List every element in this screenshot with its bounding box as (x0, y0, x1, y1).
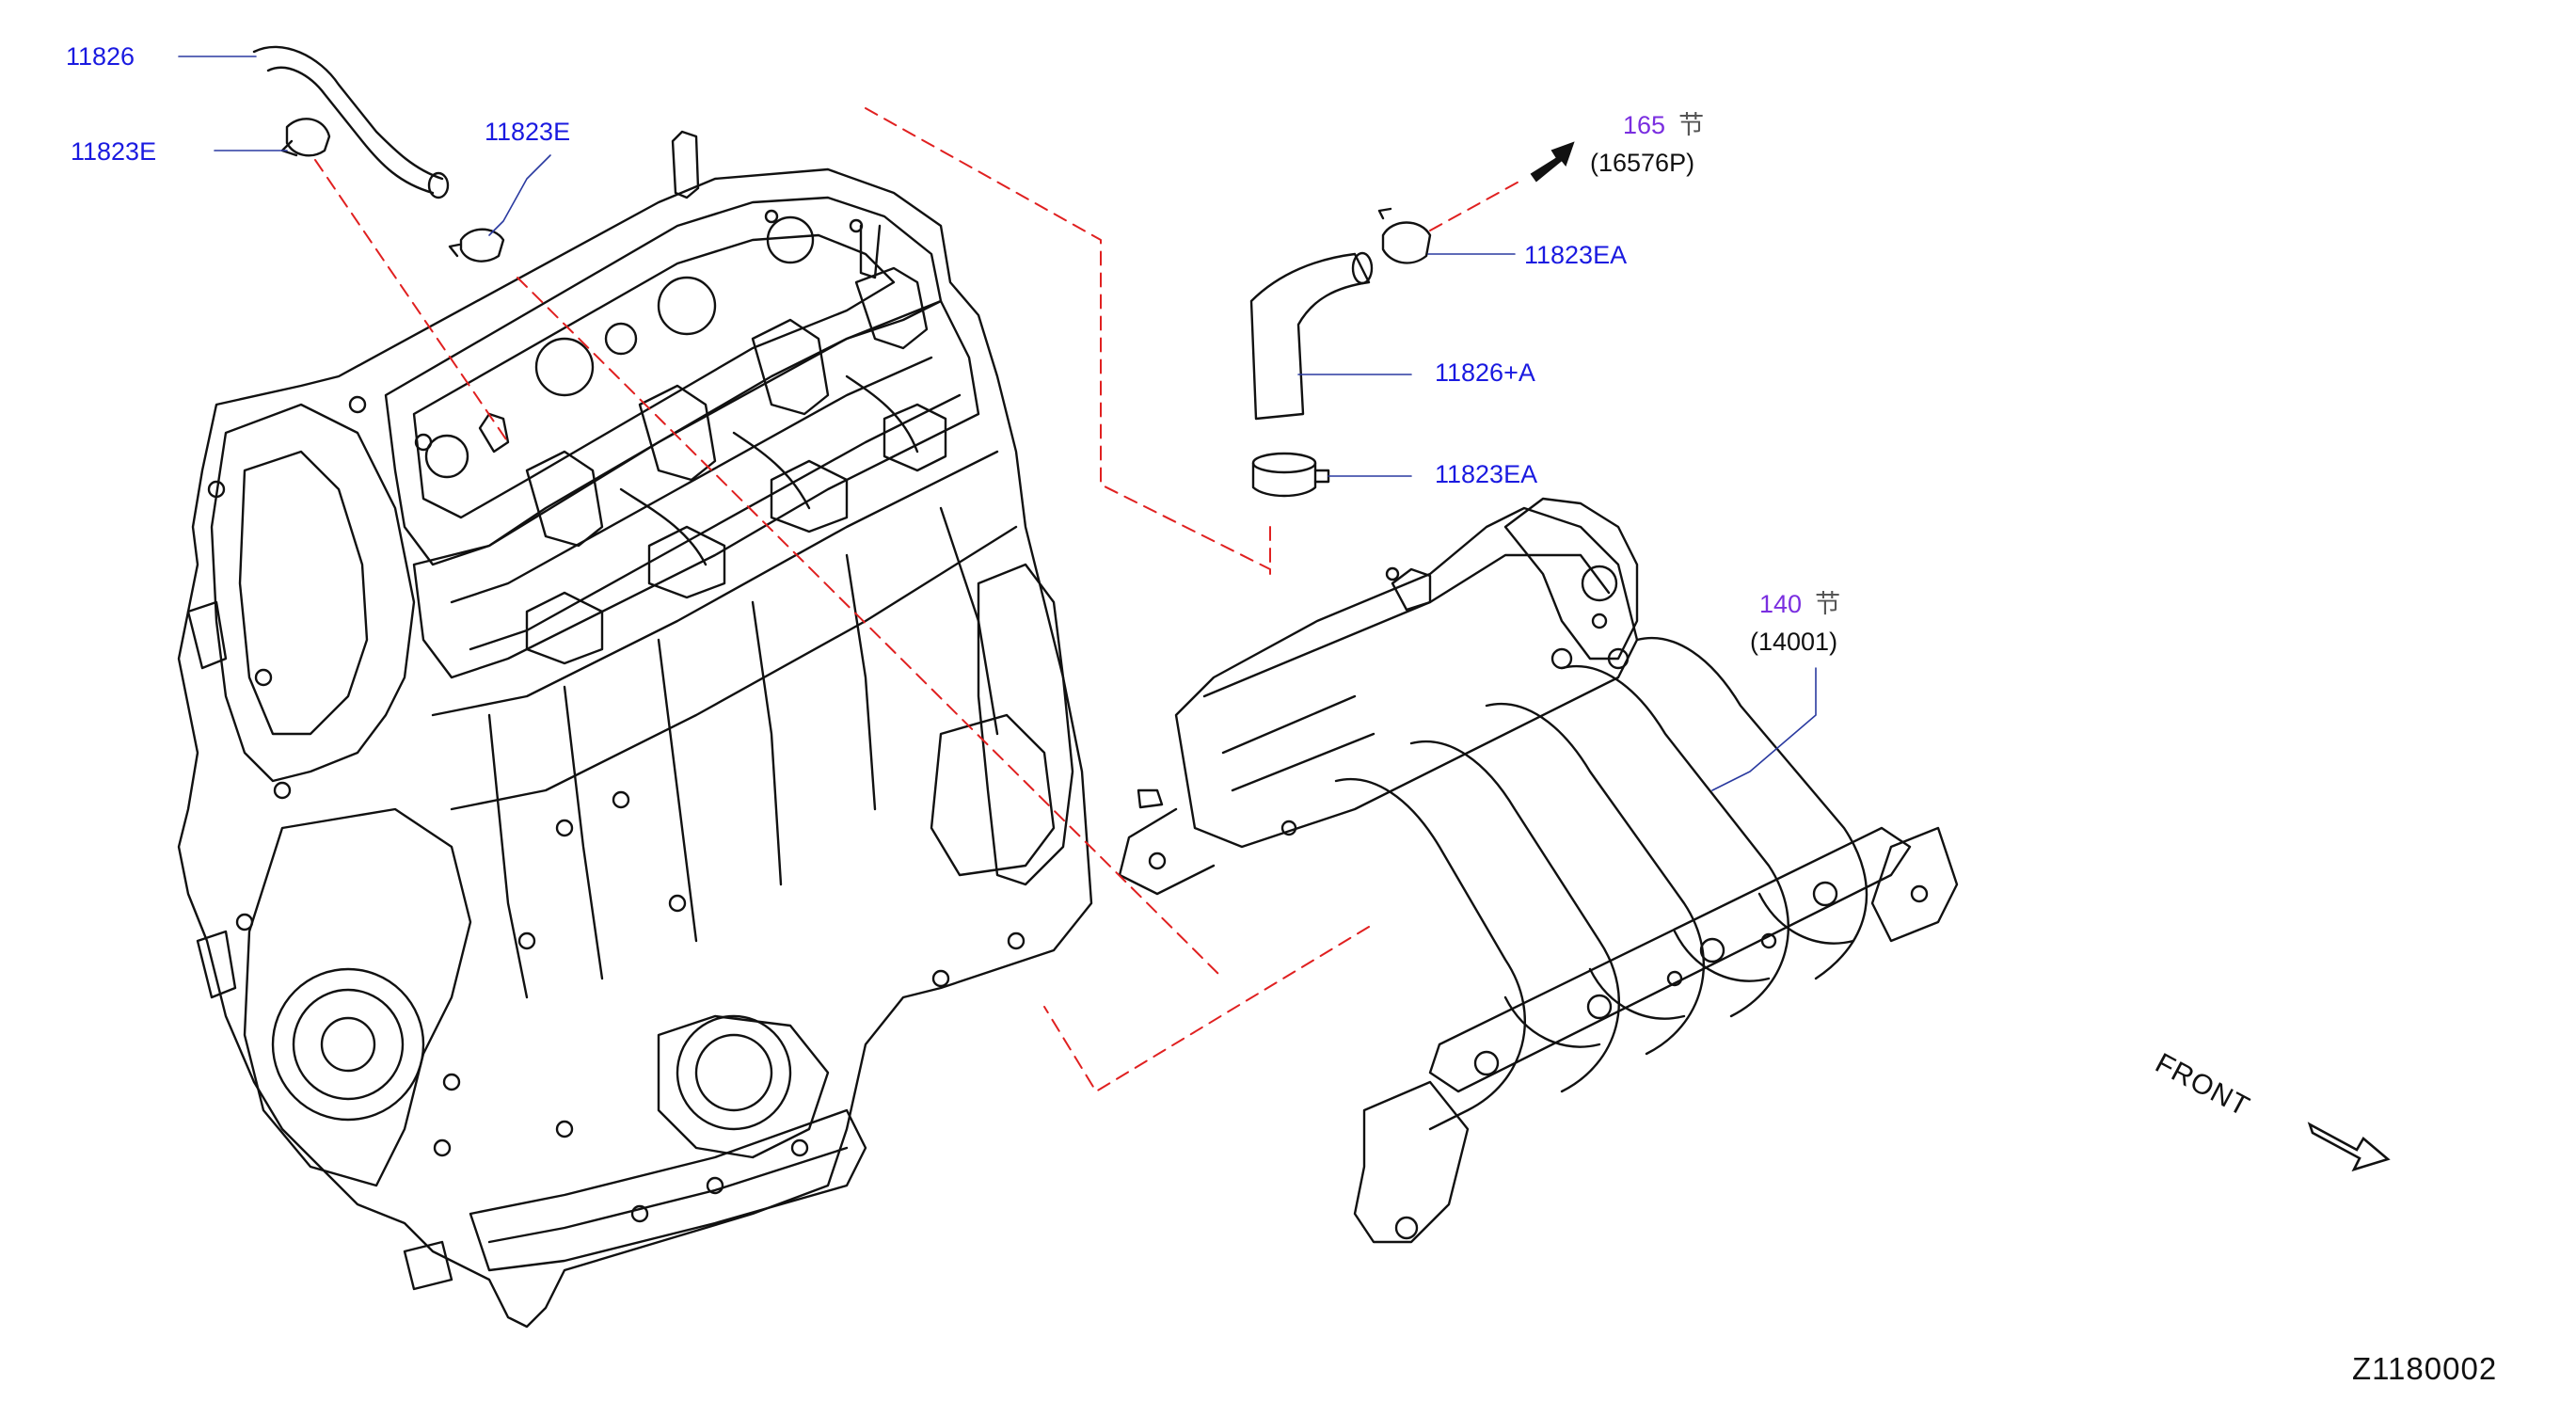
section-ref-165[interactable]: 165 节 (1623, 111, 1704, 140)
hose-clamp-11823E-left (280, 118, 331, 157)
breather-hose-11826 (252, 45, 450, 199)
callout-11823EA-top[interactable]: 11823EA (1524, 241, 1628, 269)
hose-clamp-11823EA-top (1377, 207, 1432, 264)
callout-11823E-left[interactable]: 11823E (71, 137, 157, 166)
callout-11826A[interactable]: 11826+A (1435, 358, 1535, 387)
section-ref-165-code: (16576P) (1590, 149, 1695, 177)
section-mark: 节 (1678, 111, 1705, 140)
engine-assembly (177, 130, 1093, 1329)
section-ref-140-number[interactable]: 140 (1759, 590, 1803, 618)
section-ref-165-number[interactable]: 165 (1623, 111, 1666, 139)
hose-clamp-11823E-top (448, 228, 505, 263)
callout-11823EA-bottom[interactable]: 11823EA (1435, 460, 1538, 488)
diagram-id: Z1180002 (2352, 1351, 2498, 1386)
leader-lines (178, 56, 1817, 791)
section-ref-140-code: (14001) (1750, 628, 1838, 656)
hose-11826A (1249, 251, 1374, 421)
section-arrow-icon (1530, 141, 1575, 183)
dashed-relation-lines (314, 107, 1525, 1092)
intake-manifold-14001 (1118, 497, 1959, 1244)
section-ref-140[interactable]: 140 节 (1759, 590, 1840, 619)
callout-11823E-top[interactable]: 11823E (485, 118, 571, 146)
section-mark: 节 (1815, 590, 1841, 619)
hose-clamp-11823EA-bottom (1251, 452, 1330, 498)
callout-11826[interactable]: 11826 (66, 42, 135, 71)
front-direction-arrow-icon (2307, 1122, 2391, 1172)
